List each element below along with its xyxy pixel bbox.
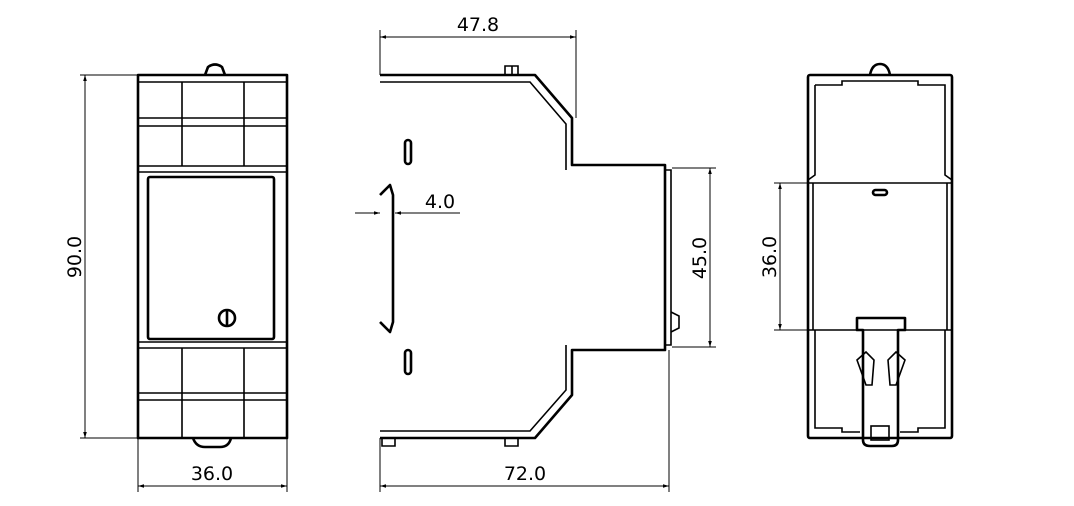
front-height-dimension: 45.0	[689, 237, 711, 279]
side-view: 47.8 4.0 45.0 72.0	[355, 14, 716, 492]
height-dimension: 90.0	[64, 236, 86, 278]
rail-offset-dimension: 4.0	[425, 191, 455, 213]
slot	[403, 138, 413, 166]
slot	[871, 188, 889, 197]
front-view: 90.0 36.0	[64, 63, 289, 492]
rail-width-dimension: 36.0	[759, 236, 781, 278]
top-depth-dimension: 47.8	[457, 14, 499, 36]
din-rail-clip	[855, 316, 907, 448]
slot	[403, 348, 413, 376]
depth-dimension: 72.0	[504, 463, 546, 485]
width-dimension: 36.0	[191, 463, 233, 485]
back-view: 36.0	[759, 62, 954, 448]
display-window	[146, 175, 276, 341]
